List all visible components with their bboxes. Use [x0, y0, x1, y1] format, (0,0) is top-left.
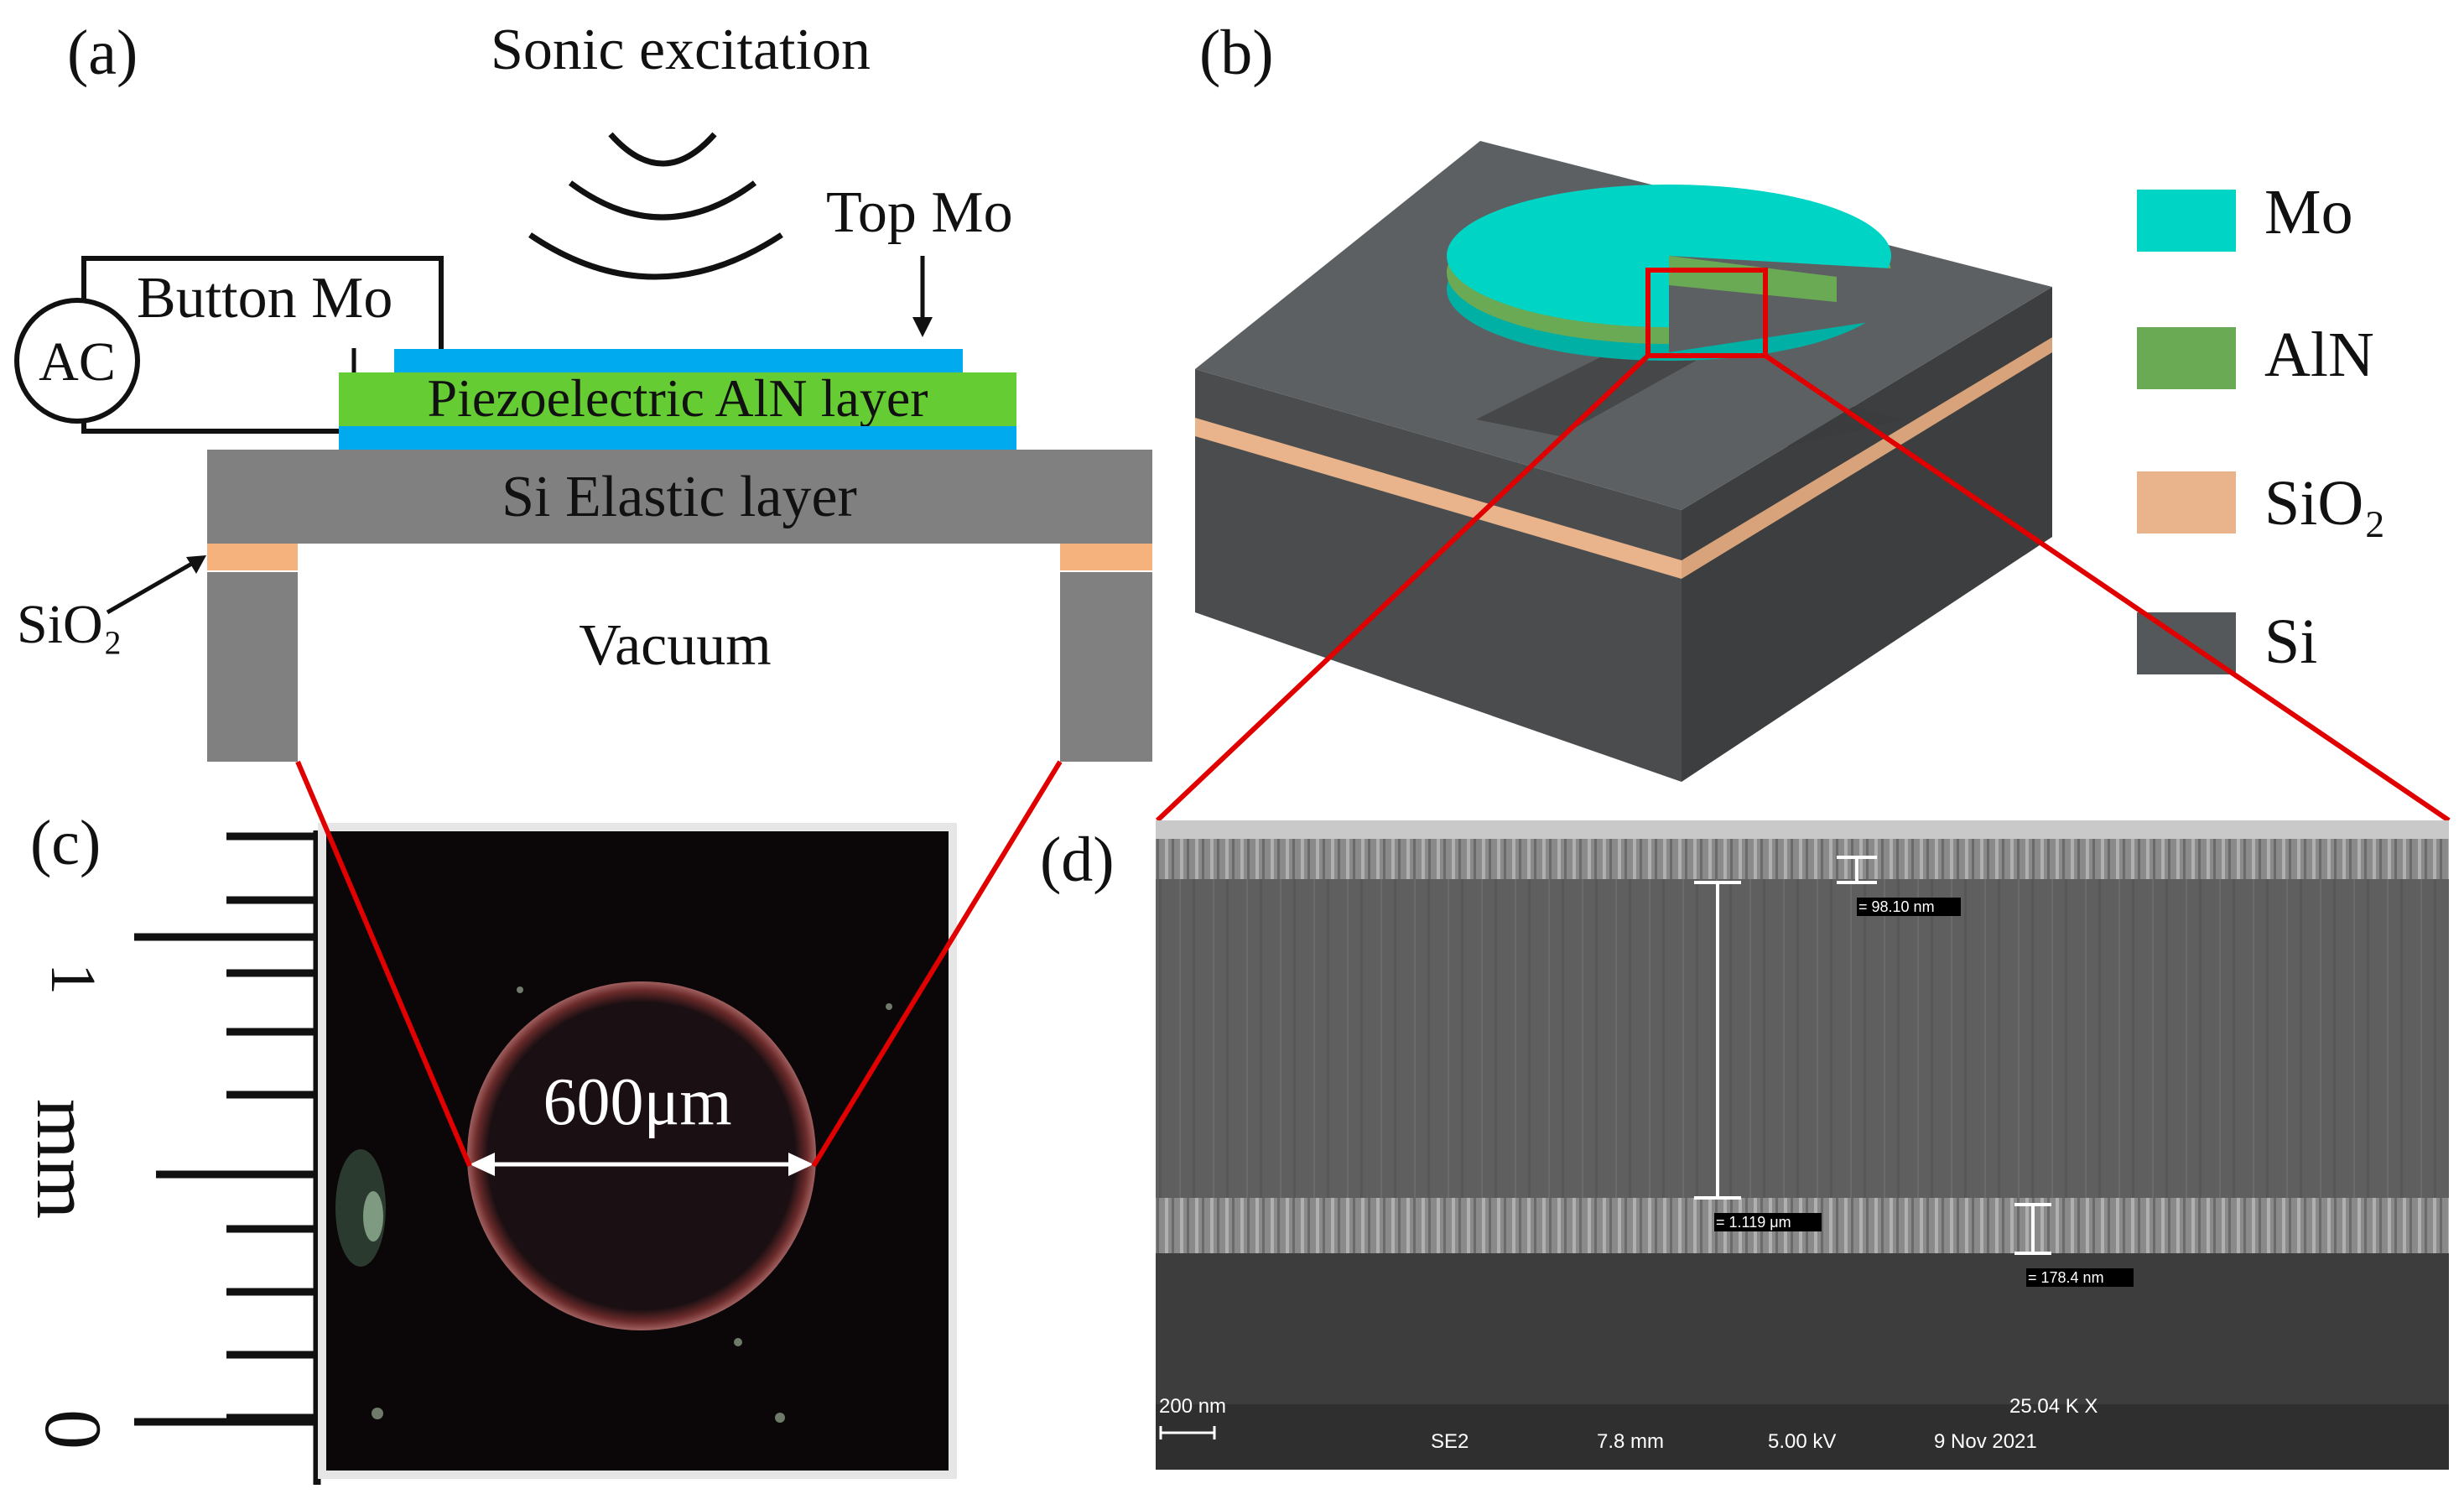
si-support-right — [1060, 572, 1152, 762]
zoom-line-left — [1155, 353, 1650, 823]
detector-label: SE2 — [1431, 1430, 1469, 1453]
ruler-unit-label: mm — [21, 1099, 107, 1219]
ruler-zero-label: 0 — [29, 1409, 118, 1450]
zoom-line-c-left — [295, 760, 472, 1168]
zoom-region-box — [1645, 268, 1768, 358]
si-elastic-layer — [207, 450, 1152, 544]
panel-d-label: (d) — [1040, 825, 1115, 895]
zoom-line-c-right — [811, 760, 1063, 1168]
working-distance-label: 7.8 mm — [1597, 1430, 1664, 1453]
ruler-one-label: 1 — [38, 963, 108, 995]
measure-label-2: = 1.119 μm — [1716, 1214, 1791, 1231]
date-label: 9 Nov 2021 — [1934, 1430, 2037, 1453]
sio2-right — [1060, 544, 1152, 570]
piezo-aln-layer — [339, 372, 1016, 426]
voltage-label: 5.00 kV — [1768, 1430, 1836, 1453]
button-mo-label: Button Mo — [137, 266, 392, 331]
legend-label-mo: Mo — [2264, 177, 2353, 247]
device-3d-render — [1195, 141, 2052, 782]
circuit-wire-bottom — [81, 413, 342, 434]
panel-b: (b) — [1195, 18, 2386, 782]
bottom-mo-layer — [339, 426, 1016, 450]
diameter-label: 600μm — [543, 1065, 731, 1139]
panel-a-label: (a) — [67, 18, 138, 88]
ac-label: AC — [39, 331, 116, 393]
si-support-left — [207, 572, 298, 762]
top-mo-layer — [394, 349, 963, 372]
membrane-circle — [467, 981, 816, 1330]
measure-label-3: = 178.4 nm — [2028, 1269, 2104, 1286]
sio2-label: SiO₂ — [17, 594, 122, 655]
panel-d: (d) = 98.10 nm = 1.119 μm — [1040, 820, 2449, 1470]
legend: Mo AlN SiO₂ Si — [2137, 177, 2386, 677]
sem-image — [1156, 820, 2449, 1470]
legend-label-aln: AlN — [2264, 320, 2374, 390]
legend-label-sio2: SiO₂ — [2264, 468, 2386, 539]
sio2-arrow-icon — [106, 555, 206, 615]
sound-waves-icon — [528, 132, 783, 280]
legend-label-si: Si — [2264, 606, 2317, 677]
measure-aln — [1694, 881, 1741, 1200]
ac-source-icon — [14, 298, 140, 424]
ruler — [134, 830, 321, 1485]
photo-specks — [335, 986, 892, 1423]
measure-mo-top — [1837, 856, 1877, 884]
magnification-label: 25.04 K X — [2009, 1395, 2098, 1418]
panel-c-label: (c) — [30, 808, 101, 878]
elastic-layer-label: Si Elastic layer — [502, 465, 857, 529]
diameter-arrow-icon — [470, 1153, 814, 1176]
legend-swatch-aln — [2137, 327, 2236, 389]
sonic-excitation-label: Sonic excitation — [491, 18, 871, 82]
measure-label-1: = 98.10 nm — [1858, 898, 1935, 915]
scale-bar-label: 200 nm — [1159, 1395, 1226, 1418]
legend-swatch-mo — [2137, 190, 2236, 252]
zoom-line-right — [1764, 353, 2451, 823]
measure-mo-bottom — [2014, 1203, 2051, 1255]
piezo-layer-label: Piezoelectric AlN layer — [427, 368, 928, 428]
sio2-left — [207, 544, 298, 570]
top-mo-arrow-icon — [912, 256, 933, 337]
top-mo-label: Top Mo — [826, 180, 1013, 245]
panel-a: (a) Sonic excitation Top Mo AC Button Mo… — [14, 18, 1152, 762]
panel-b-label: (b) — [1199, 18, 1274, 88]
legend-swatch-sio2 — [2137, 471, 2236, 534]
vacuum-label: Vacuum — [579, 613, 771, 678]
scale-bar — [1159, 1426, 1216, 1439]
panel-c: (c) 1 mm 0 — [21, 760, 1063, 1485]
